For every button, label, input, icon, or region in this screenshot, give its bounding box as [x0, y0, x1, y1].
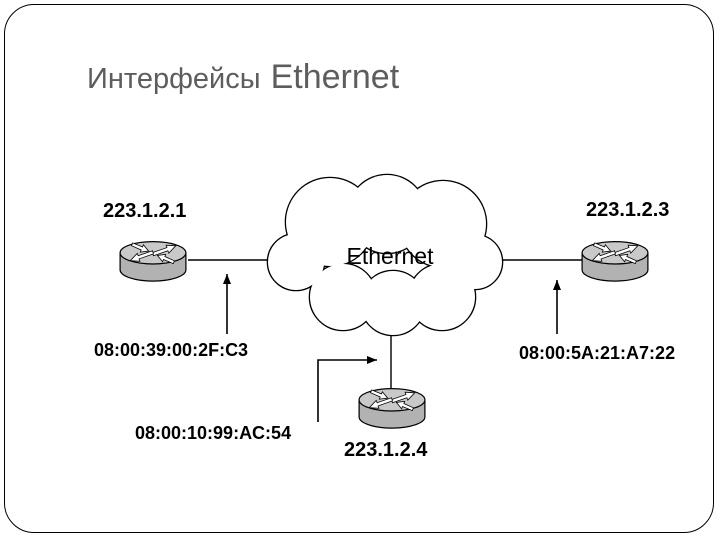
router-icon-bottom: [358, 388, 426, 429]
mac-address-right-router: 08:00:5A:21:A7:22: [519, 343, 676, 363]
slide-title: Интерфейсы Ethernet: [87, 58, 399, 97]
slide-title-russian: Интерфейсы: [87, 63, 261, 95]
mac-address-left-router: 08:00:39:00:2F:C3: [94, 340, 249, 360]
slide-title-ethernet: Ethernet: [270, 58, 400, 96]
router-icon-right: [581, 241, 649, 282]
arrow-bottom-mac-to-link: [317, 356, 377, 422]
mac-address-bottom-router: 08:00:10:99:AC:54: [135, 423, 292, 443]
ip-address-left-router: 223.1.2.1: [103, 200, 187, 222]
router-icon-left: [119, 241, 187, 282]
ethernet-cloud-label: Ethernet: [346, 243, 434, 269]
ethernet-cloud-icon: [266, 173, 504, 337]
ip-address-right-router: 223.1.2.3: [586, 199, 670, 221]
ip-address-bottom-router: 223.1.2.4: [344, 439, 428, 461]
